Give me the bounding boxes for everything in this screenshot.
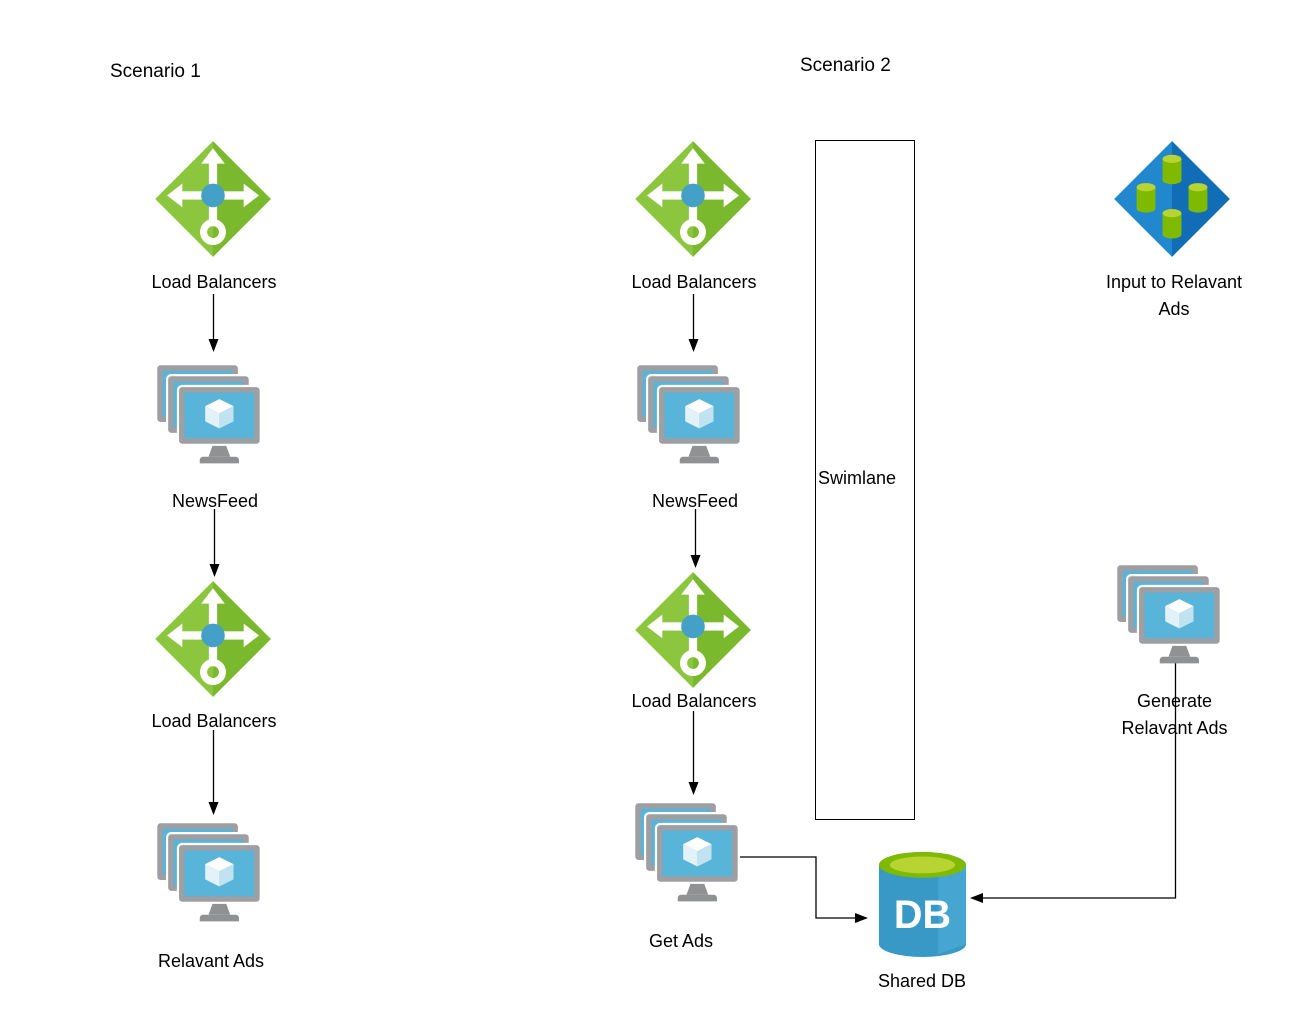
generate-relavant-ads-node <box>1114 562 1236 671</box>
s1-relavant-ads-label: Relavant Ads <box>157 951 265 971</box>
arrow-get-ads-to-shared-db <box>740 856 868 923</box>
server-stack-icon <box>1114 562 1236 671</box>
s2-load-balancers-2-label: Load Balancers <box>631 691 757 711</box>
s2-newsfeed-label: NewsFeed <box>651 491 739 511</box>
s1-relavant-ads-node <box>154 820 276 929</box>
s1-load-balancer-2-node <box>154 580 272 698</box>
s1-load-balancers-1-label: Load Balancers <box>151 272 277 292</box>
input-data-icon <box>1113 140 1231 258</box>
shared-db-node: DB <box>875 845 970 964</box>
shared-db-label: Shared DB <box>877 971 967 991</box>
load-balancer-icon <box>634 140 752 258</box>
load-balancer-icon <box>634 571 752 689</box>
s1-newsfeed-node <box>154 362 276 471</box>
s2-load-balancer-2-node <box>634 571 752 689</box>
s2-load-balancer-1-node <box>634 140 752 258</box>
database-icon: DB <box>878 852 967 957</box>
swimlane-label: Swimlane <box>818 468 897 488</box>
input-to-relavant-ads-node <box>1113 140 1231 258</box>
server-stack-icon <box>154 362 276 471</box>
s1-newsfeed-label: NewsFeed <box>171 491 259 511</box>
load-balancer-icon <box>154 140 272 258</box>
s2-load-balancers-1-label: Load Balancers <box>631 272 757 292</box>
generate-relavant-ads-label: Generate Relavant Ads <box>1121 691 1228 738</box>
server-stack-icon <box>154 820 276 929</box>
input-to-relavant-ads-label: Input to Relavant Ads <box>1105 272 1243 319</box>
scenario1-title: Scenario 1 <box>110 61 201 82</box>
load-balancer-icon <box>154 580 272 698</box>
swimlane-box: Swimlane <box>815 140 915 820</box>
s1-load-balancers-2-label: Load Balancers <box>151 711 277 731</box>
s2-get-ads-label: Get Ads <box>648 931 714 951</box>
db-text: DB <box>894 893 951 937</box>
s1-load-balancer-1-node <box>154 140 272 258</box>
server-stack-icon <box>632 800 754 909</box>
s2-newsfeed-node <box>634 362 756 471</box>
server-stack-icon <box>634 362 756 471</box>
scenario2-title: Scenario 2 <box>800 55 891 76</box>
s2-get-ads-node <box>632 800 754 909</box>
